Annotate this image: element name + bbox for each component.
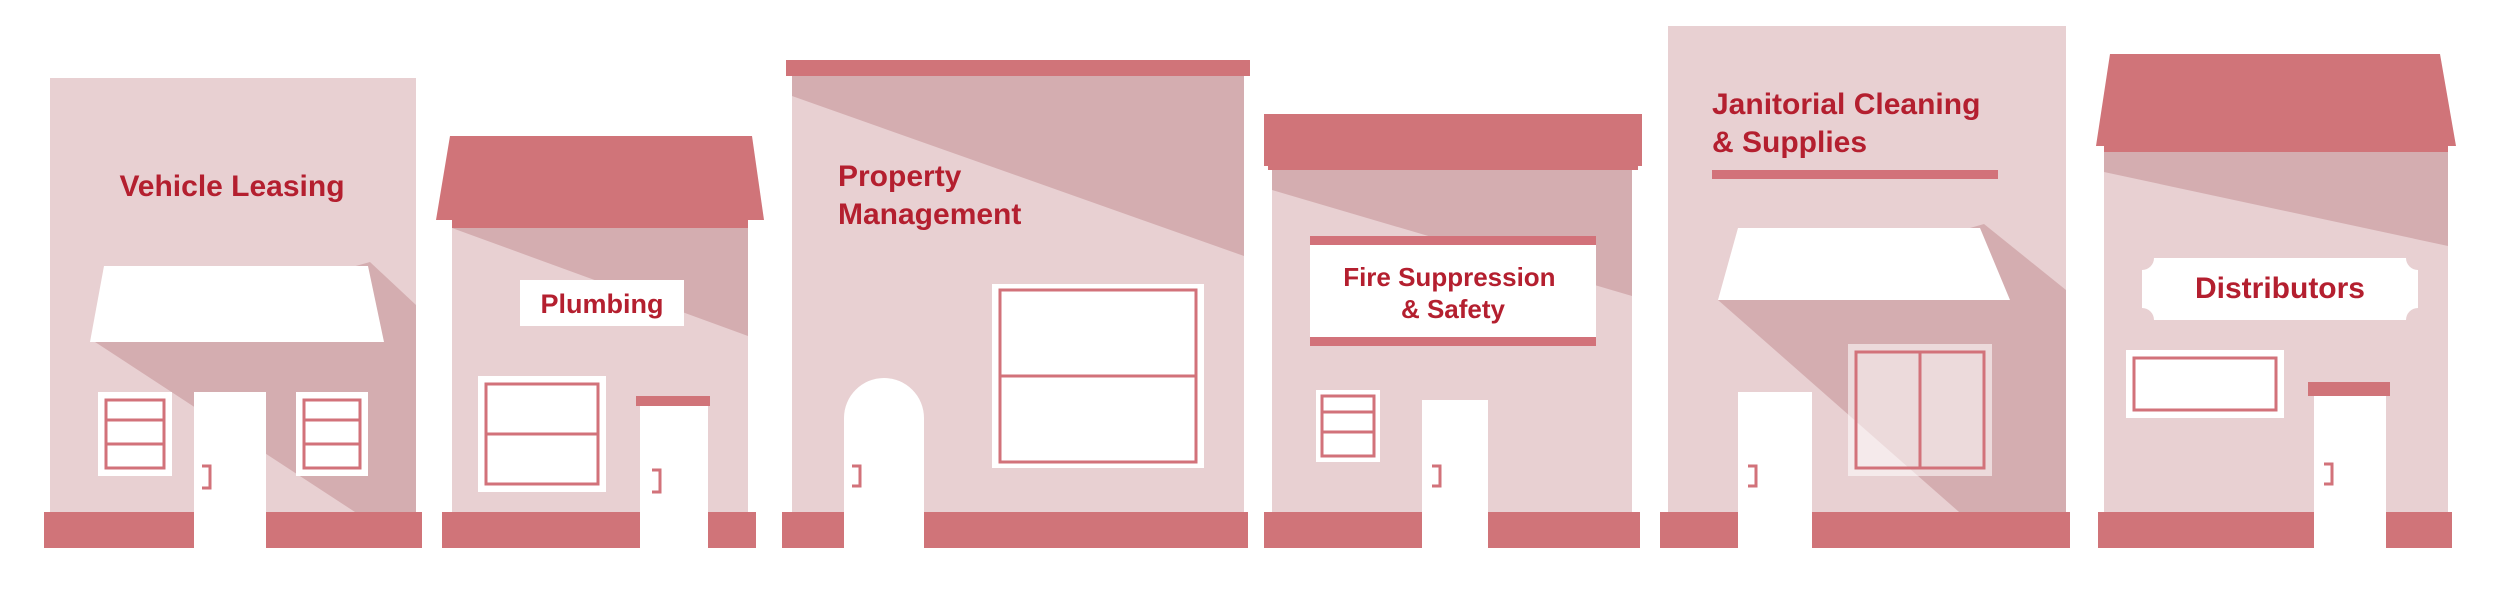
roof-trim: [452, 220, 748, 228]
building-label: Plumbing: [541, 289, 664, 319]
awning: [90, 266, 384, 342]
building-fire-suppression: Fire Suppression & Safety: [1264, 114, 1642, 548]
base-strip-left: [442, 512, 640, 548]
base-strip-right: [2386, 512, 2452, 548]
sign-board: [2142, 258, 2418, 320]
window: [478, 376, 606, 492]
label-line: & Supplies: [1712, 126, 1867, 159]
base-strip-right: [708, 512, 756, 548]
window: [1848, 344, 1992, 476]
base-strip-left: [44, 512, 194, 548]
building-janitorial: Janitorial Cleaning & Supplies: [1660, 26, 2070, 548]
window: [1316, 390, 1380, 462]
building-plumbing: Plumbing: [436, 136, 764, 548]
label-line: Janitorial Cleaning: [1712, 88, 1980, 121]
arched-door: [844, 378, 924, 548]
building-label: Property Management: [838, 160, 1021, 231]
base-strip-right: [266, 512, 422, 548]
door: [1422, 400, 1488, 548]
base-strip-left: [2098, 512, 2314, 548]
roof: [2096, 54, 2456, 146]
awning: [1718, 228, 2010, 300]
roof-trim: [1268, 166, 1638, 170]
large-window: [992, 284, 1204, 468]
door: [640, 406, 708, 548]
base-strip-left: [1264, 512, 1422, 548]
label-line: Property: [838, 160, 962, 193]
door: [2314, 396, 2386, 548]
building-label: Fire Suppression & Safety: [1343, 262, 1563, 324]
roof-cornice: [786, 60, 1250, 76]
door-handle-icon: [1432, 464, 1442, 488]
building-vehicle-leasing: Vehicle Leasing: [44, 78, 422, 548]
door-lintel: [636, 396, 710, 406]
building-label: Janitorial Cleaning & Supplies: [1712, 88, 1989, 159]
building-property-management: Property Management: [782, 60, 1250, 548]
building-label: Distributors: [2195, 272, 2365, 305]
window: [2126, 350, 2284, 418]
window-left: [98, 392, 172, 476]
door-handle-icon: [852, 464, 862, 488]
base-strip-left: [1660, 512, 1738, 548]
label-line: Management: [838, 198, 1021, 231]
label-line: Fire Suppression: [1343, 262, 1555, 292]
sign-underline: [1712, 170, 1998, 179]
roof: [436, 136, 764, 220]
door-handle-icon: [2324, 462, 2334, 486]
door-handle-icon: [1748, 464, 1758, 488]
building-shadow: [2104, 150, 2448, 246]
window-right: [296, 392, 368, 476]
label-line: & Safety: [1401, 294, 1506, 324]
base-strip-right: [1488, 512, 1640, 548]
building-distributors: Distributors: [2096, 54, 2456, 548]
door: [1738, 392, 1812, 548]
building-shadow: [792, 74, 1244, 256]
sign-board: [1310, 236, 1596, 346]
door: [194, 392, 266, 548]
roof-trim: [2104, 146, 2448, 152]
base-strip-left: [782, 512, 844, 548]
sign-board: [520, 280, 684, 326]
roof-block: [1264, 114, 1642, 166]
base-strip-right: [924, 512, 1248, 548]
door-handle-icon: [652, 468, 662, 494]
base-strip-right: [1812, 512, 2070, 548]
door-lintel: [2308, 382, 2390, 396]
door-handle-icon: [202, 464, 212, 490]
building-label: Vehicle Leasing: [119, 170, 344, 203]
